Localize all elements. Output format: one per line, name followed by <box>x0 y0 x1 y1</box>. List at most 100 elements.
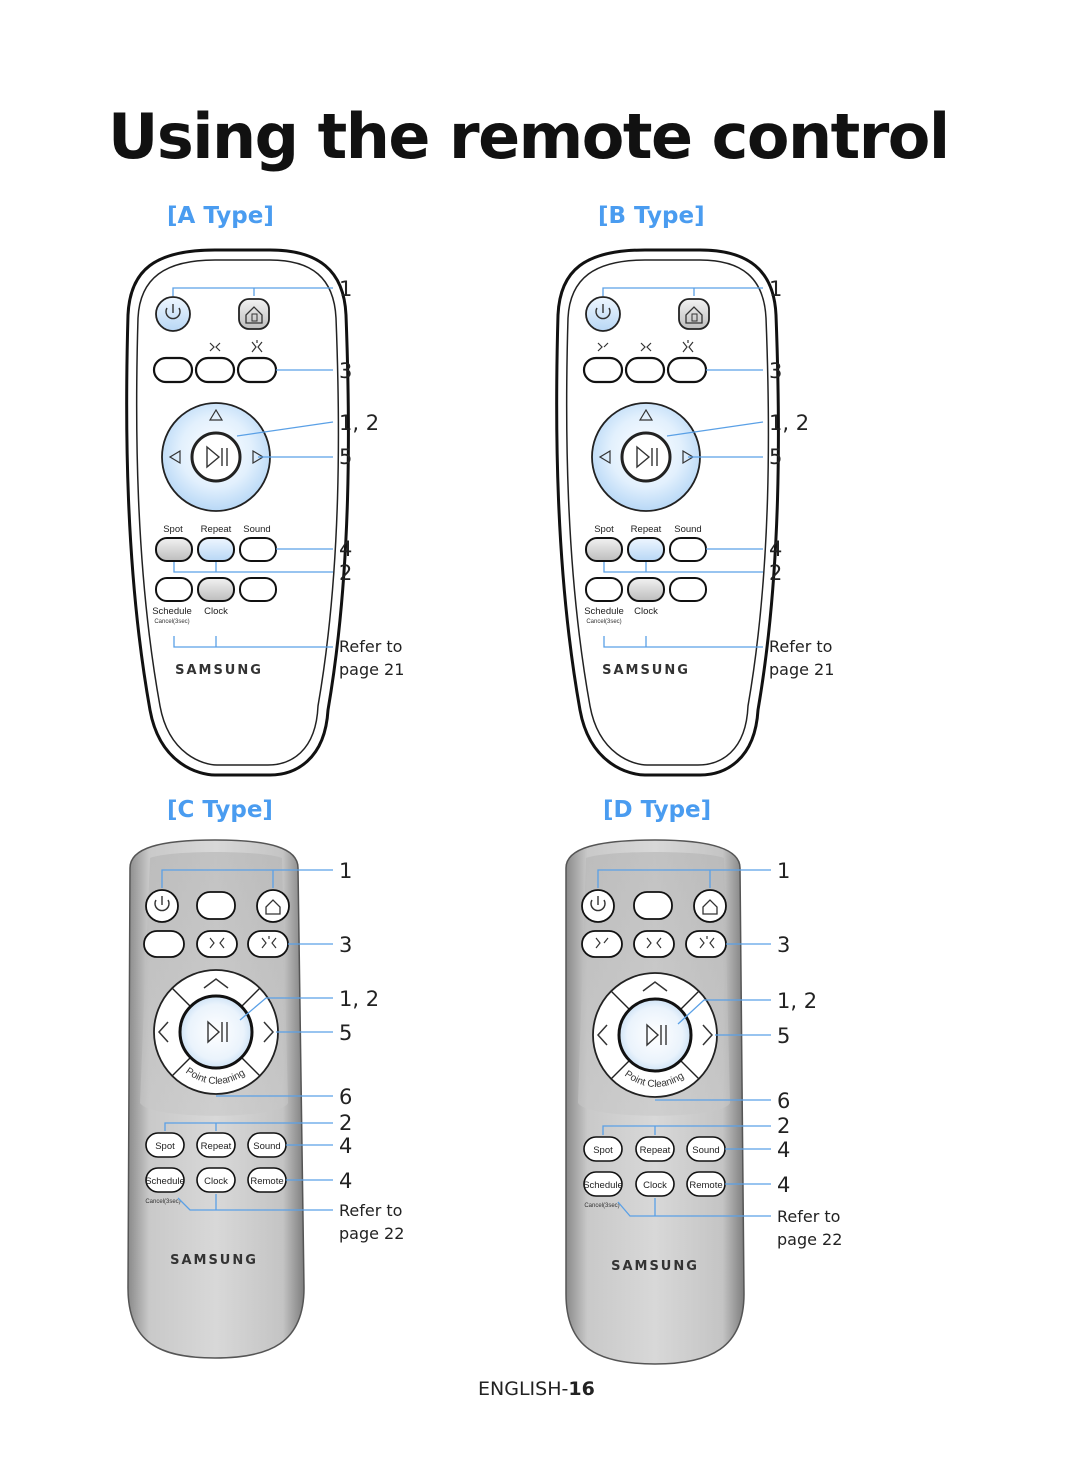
page-footer: ENGLISH-16 <box>478 1378 595 1400</box>
clock-label: Clock <box>643 1180 667 1191</box>
remote-label: Remote <box>250 1176 283 1187</box>
right-arrow-icon <box>702 1024 714 1046</box>
refer-page-text: page 22 <box>339 1224 404 1243</box>
left-arrow-icon <box>168 449 181 465</box>
left-arrow-icon <box>596 1024 608 1046</box>
home-dock-icon <box>693 889 727 923</box>
play-pause-button <box>178 994 254 1070</box>
spot-label: Spot <box>594 524 614 535</box>
sound-button <box>239 537 277 562</box>
repeat-label: Repeat <box>201 1141 232 1152</box>
callout-6: 6 <box>777 1089 790 1113</box>
repeat-button <box>197 537 235 562</box>
fan-speed-icon <box>597 340 694 353</box>
callout-lines <box>602 287 764 648</box>
fan-speed-icon <box>209 340 263 353</box>
fan-button-3 <box>247 930 289 958</box>
sound-label: Sound <box>692 1145 719 1156</box>
cancel-label: Cancel(3sec) <box>584 1203 619 1209</box>
c-type-heading: [C Type] <box>167 797 273 823</box>
d-type-heading: [D Type] <box>603 797 712 823</box>
schedule-label: Schedule <box>583 1180 623 1191</box>
fan-button-2 <box>196 930 238 958</box>
spot-button <box>145 1132 185 1158</box>
up-arrow-icon <box>638 408 654 421</box>
right-arrow-icon <box>682 449 695 465</box>
callout-4-row2: 4 <box>777 1173 790 1197</box>
cancel-label: Cancel(3sec) <box>154 619 189 625</box>
remote-body <box>125 248 350 777</box>
callout-lines <box>172 287 334 648</box>
page-title: Using the remote control <box>108 100 950 173</box>
play-pause-icon <box>206 445 228 469</box>
repeat-label: Repeat <box>201 524 232 535</box>
callout-5: 5 <box>339 445 352 469</box>
callout-4: 4 <box>769 537 782 561</box>
a-type-remote-diagram: Spot Repeat Sound Schedule Clock Cancel(… <box>125 248 404 777</box>
play-pause-icon <box>646 1023 667 1047</box>
clock-label: Clock <box>634 606 658 617</box>
up-arrow-icon <box>642 981 668 992</box>
callout-2: 2 <box>339 1111 352 1135</box>
eco-fan-icon <box>595 937 609 949</box>
schedule-button <box>155 577 193 602</box>
turbo-fan-icon <box>261 936 277 949</box>
schedule-label: Schedule <box>584 606 624 617</box>
c-type-remote-diagram: Point Cleaning Spot Repeat Sound Schedul… <box>127 839 404 1359</box>
left-arrow-icon <box>157 1021 169 1043</box>
brand-logo: SAMSUNG <box>170 1253 258 1268</box>
power-icon <box>581 889 615 923</box>
callout-5: 5 <box>777 1024 790 1048</box>
play-pause-icon <box>636 445 658 469</box>
fan-button-1 <box>152 356 194 384</box>
refer-page-text: page 21 <box>769 660 834 679</box>
fan-button-1 <box>143 930 185 958</box>
repeat-button <box>635 1136 675 1162</box>
brand-logo: SAMSUNG <box>611 1259 699 1274</box>
fan-icon <box>646 937 662 949</box>
brand-logo: SAMSUNG <box>602 663 690 678</box>
callout-3: 3 <box>339 933 352 957</box>
d-type-remote-diagram: Point Cleaning Spot Repeat Sound Schedul… <box>565 839 842 1365</box>
clock-button <box>635 1171 675 1197</box>
cancel-label: Cancel(3sec) <box>145 1199 180 1205</box>
left-arrow-icon <box>598 449 611 465</box>
repeat-button <box>196 1132 236 1158</box>
callout-4-row1: 4 <box>339 1134 352 1158</box>
spot-label: Spot <box>155 1141 175 1152</box>
play-pause-button <box>620 431 672 483</box>
repeat-button <box>627 537 665 562</box>
callout-4: 4 <box>339 537 352 561</box>
remote-body <box>555 248 780 777</box>
schedule-label: Schedule <box>152 606 192 617</box>
callout-lines <box>597 869 771 1217</box>
spot-button <box>155 537 193 562</box>
callout-3: 3 <box>769 359 782 383</box>
callout-5: 5 <box>339 1021 352 1045</box>
fan-button-2 <box>194 356 236 384</box>
home-dock-icon <box>256 889 290 923</box>
remote-label: Remote <box>689 1180 722 1191</box>
page-number: 16 <box>568 1378 595 1400</box>
callout-4-row2: 4 <box>339 1169 352 1193</box>
blank-button <box>196 891 236 920</box>
up-arrow-icon <box>208 408 224 421</box>
fan-button-3 <box>666 356 708 384</box>
refer-to-text: Refer to <box>777 1207 840 1226</box>
right-arrow-icon <box>263 1021 275 1043</box>
sound-label: Sound <box>243 524 270 535</box>
fan-button-1 <box>581 930 623 958</box>
schedule-button <box>585 577 623 602</box>
callout-lines <box>161 869 333 1211</box>
b-type-heading: [B Type] <box>598 203 705 229</box>
spot-label: Spot <box>163 524 183 535</box>
repeat-label: Repeat <box>640 1145 671 1156</box>
fan-button-2 <box>624 356 666 384</box>
sound-label: Sound <box>674 524 701 535</box>
clock-button <box>197 577 235 602</box>
fan-button-1 <box>582 356 624 384</box>
callout-1-2: 1, 2 <box>769 411 809 435</box>
callout-5: 5 <box>769 445 782 469</box>
spot-button <box>585 537 623 562</box>
schedule-button <box>583 1171 623 1197</box>
